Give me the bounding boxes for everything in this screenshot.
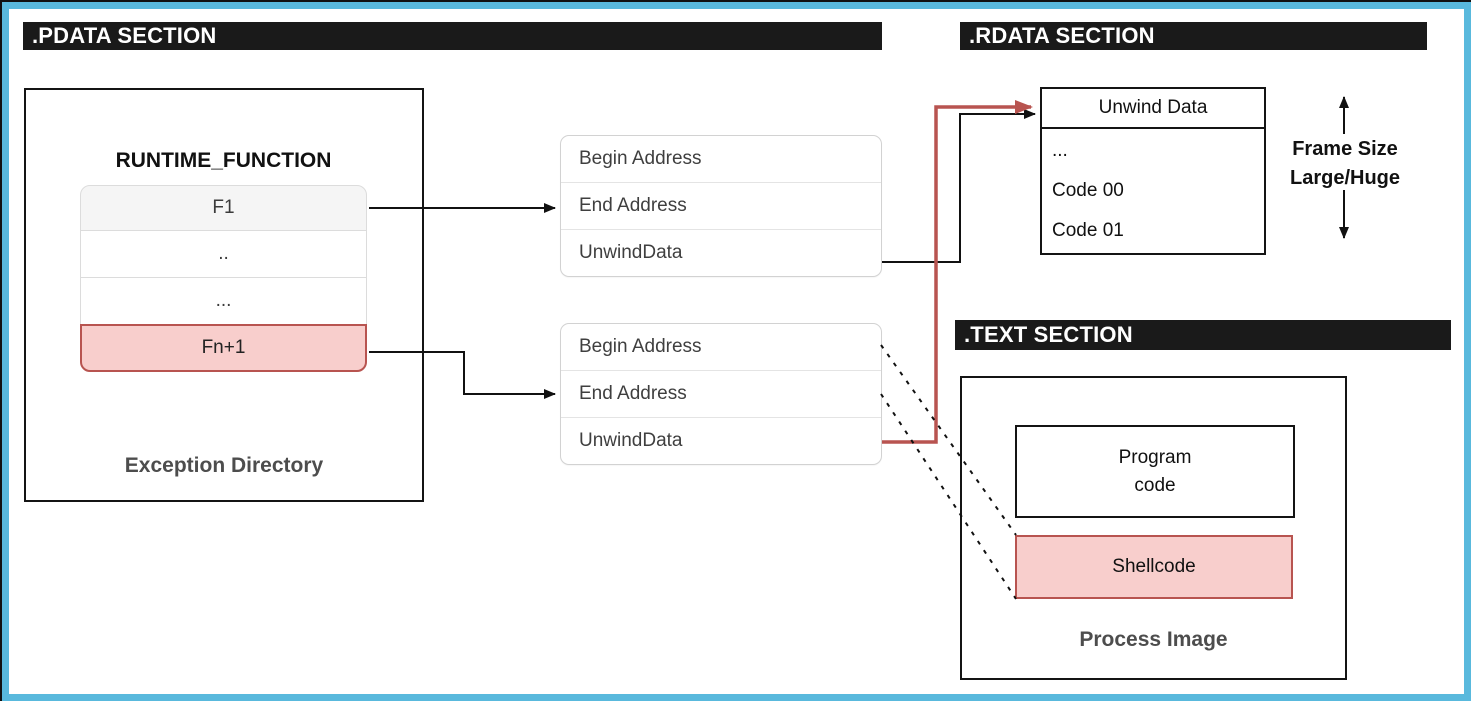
table-row-fn1: Fn+1 <box>80 324 367 372</box>
table-row-dots2: .. <box>80 230 367 278</box>
program-code-line1: Program <box>1118 446 1192 468</box>
unwinddata1-to-unwind-box-arrow <box>882 109 1036 263</box>
unwind-data-box: Unwind Data ... Code 00 Code 01 <box>1040 87 1266 255</box>
table-row-dots3: ... <box>80 277 367 325</box>
begin-address-row: Begin Address <box>579 148 702 169</box>
unwinddata-row: UnwindData <box>561 229 881 276</box>
unwind-row-code00: Code 00 <box>1052 180 1124 201</box>
pdata-section-header: .PDATA SECTION <box>23 22 882 50</box>
runtime-function-entry-2: Begin Address End Address UnwindData <box>560 323 882 465</box>
program-code-line2: code <box>1134 474 1176 496</box>
shellcode-box: Shellcode <box>1015 535 1293 599</box>
frame-size-line1: Frame Size <box>1292 138 1398 160</box>
unwinddata-row: UnwindData <box>561 417 881 464</box>
runtime-function-title: RUNTIME_FUNCTION <box>115 149 332 172</box>
unwind-data-header: Unwind Data <box>1042 89 1264 129</box>
rdata-section-header: .RDATA SECTION <box>960 22 1427 50</box>
frame-size-label: Frame Size Large/Huge <box>1270 135 1420 193</box>
frame-size-line2: Large/Huge <box>1289 167 1401 189</box>
exception-directory-label: Exception Directory <box>124 454 324 477</box>
unwind-row-code01: Code 01 <box>1052 220 1124 241</box>
table-row-f1: F1 <box>80 185 367 231</box>
runtime-function-table: F1 .. ... Fn+1 <box>80 185 367 372</box>
begin-address-row: Begin Address <box>579 336 702 357</box>
unwind-data-body: ... Code 00 Code 01 <box>1042 129 1264 253</box>
program-code-box: Program code <box>1015 425 1295 518</box>
end-address-row: End Address <box>561 370 881 417</box>
process-image-label: Process Image <box>1079 628 1228 651</box>
unwind-row-dots: ... <box>1052 140 1068 161</box>
end-address-row: End Address <box>561 182 881 229</box>
runtime-function-entry-1: Begin Address End Address UnwindData <box>560 135 882 277</box>
text-section-header: .TEXT SECTION <box>955 320 1451 350</box>
